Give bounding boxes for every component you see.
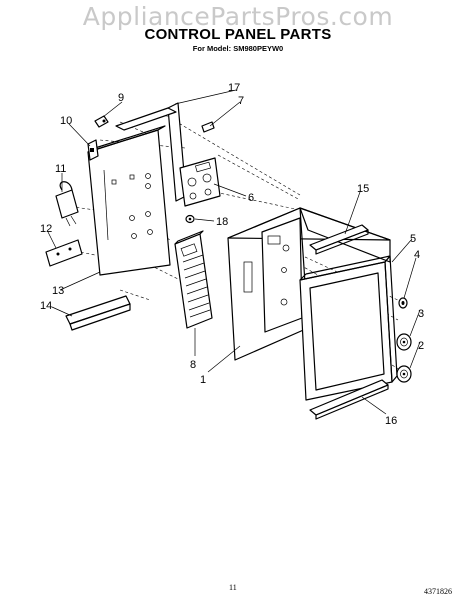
part-5-trim-frame bbox=[299, 255, 398, 401]
callout-4: 4 bbox=[414, 249, 420, 261]
callout-13: 13 bbox=[52, 285, 64, 297]
callout-2: 2 bbox=[418, 340, 424, 352]
document-number: 4371826 bbox=[424, 587, 452, 596]
callout-10: 10 bbox=[60, 115, 72, 127]
model-subtitle: For Model: SM980PEYW0 bbox=[192, 44, 284, 53]
part-6-control-board bbox=[179, 157, 221, 207]
callout-6: 6 bbox=[248, 192, 254, 204]
part-16-bottom-strip bbox=[309, 379, 389, 420]
part-10-bracket bbox=[87, 139, 99, 161]
part-2-knob bbox=[396, 365, 412, 383]
part-13-frame-panel bbox=[87, 125, 171, 276]
callout-8: 8 bbox=[190, 359, 196, 371]
callout-17: 17 bbox=[228, 82, 240, 94]
part-14-bottom-bracket bbox=[65, 295, 131, 331]
callout-9: 9 bbox=[118, 92, 124, 104]
callout-labels: 1 2 3 4 5 6 7 8 9 10 11 12 13 14 15 16 1… bbox=[40, 82, 424, 427]
callout-3: 3 bbox=[418, 308, 424, 320]
part-3-knob bbox=[396, 333, 412, 351]
part-15-top-strip bbox=[309, 224, 369, 255]
page-title: CONTROL PANEL PARTS bbox=[144, 26, 332, 43]
callout-5: 5 bbox=[410, 233, 416, 245]
callout-11: 11 bbox=[55, 163, 66, 175]
part-18-screw bbox=[185, 214, 195, 224]
callout-12: 12 bbox=[40, 223, 52, 235]
callout-1: 1 bbox=[200, 374, 206, 386]
page-number: 11 bbox=[229, 583, 237, 592]
part-12-label-plate bbox=[45, 239, 83, 267]
part-8-keypad bbox=[174, 230, 213, 329]
callout-14: 14 bbox=[40, 300, 52, 312]
callout-18: 18 bbox=[216, 216, 228, 228]
callout-15: 15 bbox=[357, 183, 369, 195]
leader-lines bbox=[47, 89, 421, 415]
watermark: AppliancePartsPros.com bbox=[82, 2, 394, 31]
part-9-clip bbox=[94, 115, 109, 128]
callout-16: 16 bbox=[385, 415, 397, 427]
part-11-switch bbox=[55, 181, 79, 227]
callout-7: 7 bbox=[238, 95, 244, 107]
part-4-insert bbox=[398, 297, 408, 309]
part-7-fastener bbox=[201, 121, 215, 133]
